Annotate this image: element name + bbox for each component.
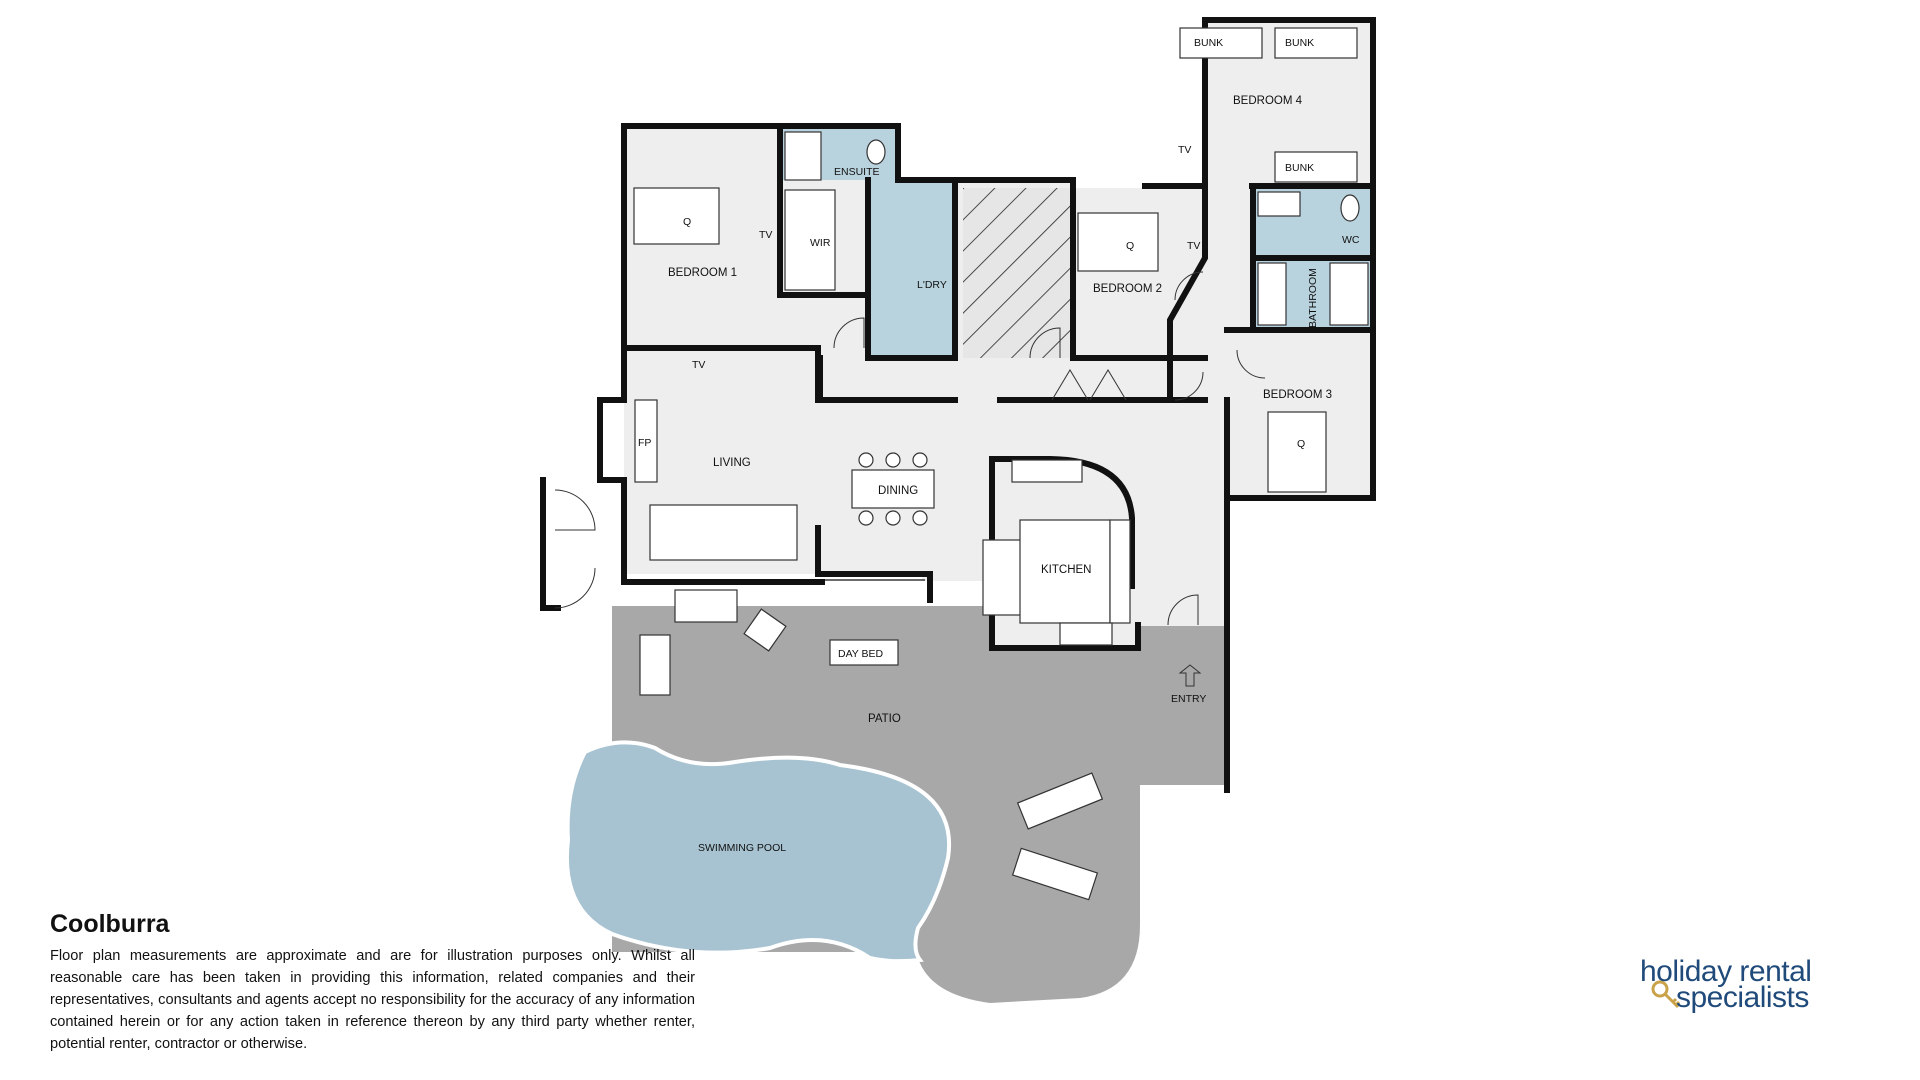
plan-info-block: Coolburra Floor plan measurements are ap… bbox=[50, 910, 695, 1055]
label-tv-bedroom-1: TV bbox=[759, 229, 772, 241]
label-ensuite: ENSUITE bbox=[834, 166, 880, 178]
label-patio: PATIO bbox=[868, 713, 901, 725]
door-swings bbox=[554, 271, 1266, 626]
label-laundry: L'DRY bbox=[917, 279, 947, 291]
laundry-wet-area bbox=[868, 180, 955, 358]
label-queen-bed-1: Q bbox=[683, 216, 691, 228]
label-living: LIVING bbox=[713, 457, 751, 469]
label-fireplace: FP bbox=[638, 437, 651, 449]
label-tv-living: TV bbox=[692, 359, 705, 371]
plan-title: Coolburra bbox=[50, 910, 170, 938]
label-wc: WC bbox=[1342, 234, 1360, 246]
logo-text-line-2: specialists bbox=[1676, 981, 1809, 1014]
label-swimming-pool: SWIMMING POOL bbox=[698, 842, 786, 854]
label-entry: ENTRY bbox=[1171, 693, 1206, 705]
disclaimer-text: Floor plan measurements are approximate … bbox=[50, 948, 695, 1052]
label-bunk-2: BUNK bbox=[1285, 37, 1314, 49]
label-wir: WIR bbox=[810, 237, 831, 249]
logo-text-line-1: holiday rental bbox=[1640, 955, 1812, 988]
label-bunk-3: BUNK bbox=[1285, 162, 1314, 174]
label-bedroom-1: BEDROOM 1 bbox=[668, 267, 737, 279]
brand-logo: holiday rental specialists bbox=[1640, 955, 1860, 1015]
label-bathroom: BATHROOM bbox=[1307, 268, 1319, 328]
label-tv-bedroom-4: TV bbox=[1178, 144, 1191, 156]
label-queen-bed-2: Q bbox=[1126, 240, 1134, 252]
entry-porch-area bbox=[1138, 626, 1225, 785]
label-day-bed: DAY BED bbox=[838, 648, 884, 660]
label-tv-bedroom-2: TV bbox=[1187, 240, 1200, 252]
label-bedroom-4: BEDROOM 4 bbox=[1233, 95, 1303, 107]
label-queen-bed-3: Q bbox=[1297, 438, 1305, 450]
label-bedroom-2: BEDROOM 2 bbox=[1093, 283, 1162, 295]
windows bbox=[624, 20, 1373, 581]
hatched-void bbox=[963, 188, 1071, 358]
walls bbox=[540, 17, 1376, 793]
swimming-pool bbox=[565, 740, 952, 964]
label-bunk-1: BUNK bbox=[1194, 37, 1223, 49]
keys-icon bbox=[1651, 980, 1681, 1009]
label-bedroom-3: BEDROOM 3 bbox=[1263, 389, 1332, 401]
furniture bbox=[633, 27, 1369, 901]
label-kitchen: KITCHEN bbox=[1041, 564, 1091, 576]
label-dining: DINING bbox=[878, 485, 918, 497]
